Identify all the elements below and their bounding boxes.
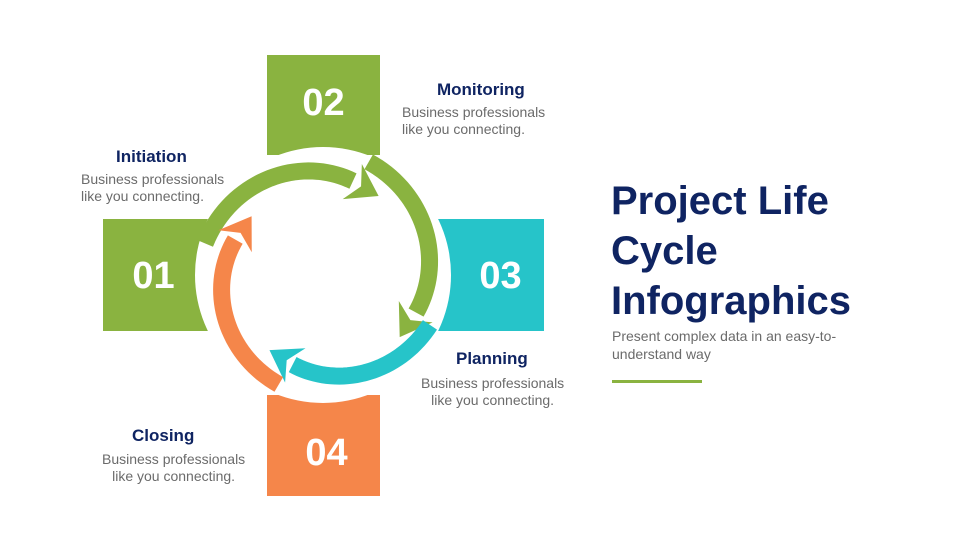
title-line: Project Life: [611, 179, 829, 223]
desc-line: Business professionals: [421, 375, 565, 391]
step-desc-closing: Business professionals like you connecti…: [102, 451, 245, 485]
step-title-initiation: Initiation: [116, 147, 187, 166]
step-box-04: [267, 395, 380, 496]
step-title-monitoring: Monitoring: [437, 80, 525, 99]
arrow-monitoring-to-planning: [364, 154, 439, 317]
step-desc-planning: Business professionals like you connecti…: [421, 375, 564, 409]
step-number-01: 01: [132, 255, 175, 297]
step-desc-monitoring: Business professionals like you connecti…: [402, 104, 545, 138]
desc-line: Business professionals: [81, 171, 225, 187]
step-box-02: [267, 55, 380, 155]
accent-divider: [612, 380, 702, 383]
center-cutout: [195, 147, 451, 403]
page-subtitle: Present complex data in an easy-to-under…: [612, 328, 837, 362]
step-box-01: [103, 219, 213, 331]
arrowhead-icon: [342, 164, 379, 200]
arrowhead-icon: [269, 348, 306, 383]
step-desc-initiation: Business professionals like you connecti…: [81, 171, 224, 205]
page-title: Project Life Cycle Infographics: [611, 176, 851, 326]
desc-line: Business professionals: [102, 451, 246, 467]
arrowhead-icon: [398, 301, 433, 338]
step-title-closing: Closing: [132, 426, 195, 445]
arrowhead-icon: [218, 216, 252, 253]
title-line: Infographics: [611, 279, 852, 323]
step-number-04: 04: [305, 432, 348, 474]
arrow-closing-to-initiation: [213, 235, 284, 392]
step-title-planning: Planning: [456, 349, 528, 368]
desc-line: like you connecting.: [81, 188, 204, 204]
desc-line: like you connecting.: [112, 468, 236, 484]
desc-line: like you connecting.: [431, 392, 555, 408]
arrow-planning-to-closing: [288, 320, 437, 385]
step-number-03: 03: [479, 255, 522, 297]
desc-line: Business professionals: [402, 104, 546, 120]
arrow-initiation-to-monitoring: [197, 162, 357, 247]
title-line: Cycle: [611, 229, 718, 273]
desc-line: like you connecting.: [402, 121, 525, 137]
step-box-03: [433, 219, 544, 331]
step-number-02: 02: [302, 82, 345, 124]
